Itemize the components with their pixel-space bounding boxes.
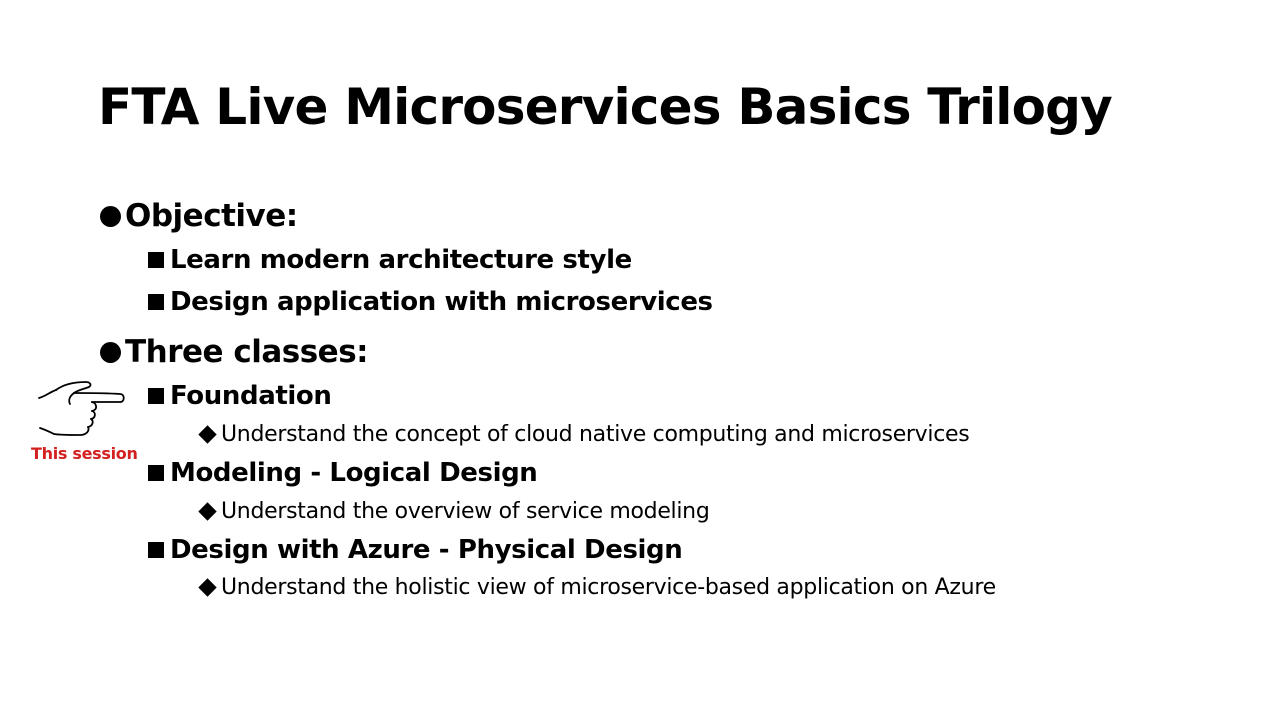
diamond-bullet-icon bbox=[198, 577, 217, 597]
sub-list-item: Understand the overview of service model… bbox=[198, 496, 710, 526]
list-item-modeling: Modeling - Logical Design bbox=[148, 455, 538, 491]
list-item-text: Modeling - Logical Design bbox=[170, 458, 538, 488]
list-item-design-with-azure: Design with Azure - Physical Design bbox=[148, 532, 683, 568]
sub-list-item-text: Understand the holistic view of microser… bbox=[221, 574, 996, 600]
pointing-hand-icon bbox=[38, 381, 125, 436]
circle-bullet-icon bbox=[100, 341, 121, 363]
list-item-foundation: Foundation bbox=[148, 378, 332, 414]
list-item-text: Foundation bbox=[170, 381, 332, 411]
sub-list-item-text: Understand the concept of cloud native c… bbox=[221, 421, 970, 447]
square-bullet-icon bbox=[148, 465, 164, 481]
section-heading-text: Objective: bbox=[125, 198, 298, 234]
list-item: Learn modern architecture style bbox=[148, 242, 632, 278]
diamond-bullet-icon bbox=[198, 501, 217, 521]
section-heading-three-classes: Three classes: bbox=[100, 332, 369, 372]
section-heading-text: Three classes: bbox=[125, 334, 369, 370]
square-bullet-icon bbox=[148, 294, 164, 310]
list-item-text: Design with Azure - Physical Design bbox=[170, 535, 683, 565]
circle-bullet-icon bbox=[100, 205, 121, 227]
sub-list-item: Understand the concept of cloud native c… bbox=[198, 419, 970, 449]
list-item-text: Learn modern architecture style bbox=[170, 245, 632, 275]
list-item-text: Design application with microservices bbox=[170, 287, 713, 317]
sub-list-item: Understand the holistic view of microser… bbox=[198, 572, 996, 602]
square-bullet-icon bbox=[148, 388, 164, 404]
section-heading-objective: Objective: bbox=[100, 196, 298, 236]
square-bullet-icon bbox=[148, 252, 164, 268]
diamond-bullet-icon bbox=[198, 424, 217, 444]
slide-title: FTA Live Microservices Basics Trilogy bbox=[98, 78, 1113, 136]
list-item: Design application with microservices bbox=[148, 284, 713, 320]
square-bullet-icon bbox=[148, 542, 164, 558]
sub-list-item-text: Understand the overview of service model… bbox=[221, 498, 710, 524]
this-session-label: This session bbox=[31, 444, 138, 463]
